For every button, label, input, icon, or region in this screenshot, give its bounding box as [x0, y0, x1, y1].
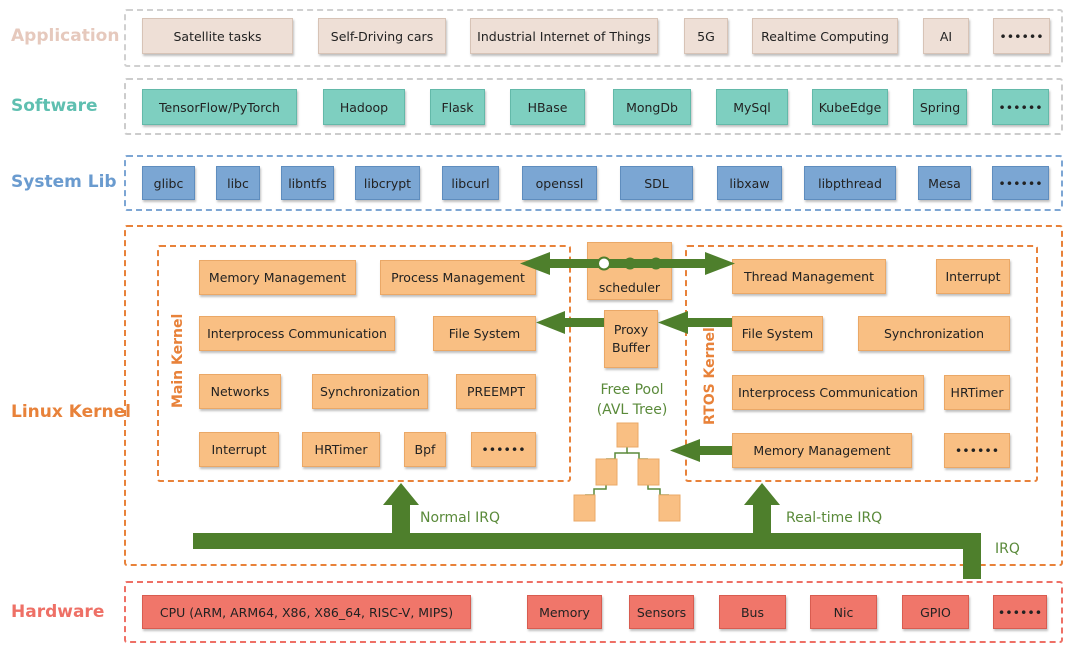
- irq-riser: [963, 533, 981, 579]
- free-pool-label: Free Pool (AVL Tree): [596, 382, 668, 418]
- lib-item: libcurl: [442, 166, 499, 200]
- realtime-irq-label: Real-time IRQ: [786, 510, 883, 526]
- software-item: HBase: [510, 89, 585, 125]
- main-kernel-item: Synchronization: [312, 374, 428, 409]
- lib-item-more: ••••••: [992, 166, 1049, 200]
- rtos-kernel-item: File System: [732, 316, 823, 351]
- layer-label-application: Application: [11, 26, 120, 46]
- app-item-more: ••••••: [993, 18, 1050, 54]
- main-kernel-item: File System: [433, 316, 536, 351]
- layer-label-linux-kernel: Linux Kernel: [11, 402, 131, 422]
- normal-irq-head: [383, 483, 419, 505]
- rtos-kernel-item-more: ••••••: [944, 433, 1010, 468]
- scheduler-dot: [624, 257, 636, 270]
- lib-item: libpthread: [804, 166, 896, 200]
- main-kernel-item: Memory Management: [199, 260, 356, 295]
- linux-kernel-frame: [124, 225, 1063, 566]
- main-kernel-item: Bpf: [404, 432, 446, 467]
- scheduler-label: scheduler: [598, 280, 661, 295]
- app-item: Realtime Computing: [752, 18, 898, 54]
- hardware-item: CPU (ARM, ARM64, X86, X86_64, RISC-V, MI…: [142, 595, 471, 629]
- rtos-kernel-item: Memory Management: [732, 433, 912, 468]
- rtos-kernel-frame: [685, 245, 1038, 482]
- main-kernel-item: HRTimer: [302, 432, 380, 467]
- rtos-kernel-item: Synchronization: [858, 316, 1010, 351]
- app-item: Industrial Internet of Things: [470, 18, 658, 54]
- normal-irq-label: Normal IRQ: [420, 510, 500, 526]
- lib-item: glibc: [142, 166, 195, 200]
- software-item: KubeEdge: [812, 89, 888, 125]
- proxy-to-main-shaft: [562, 318, 604, 327]
- tree-node: [616, 422, 639, 448]
- irq-bus: [193, 533, 981, 549]
- app-item: 5G: [684, 18, 728, 54]
- layer-label-system-lib: System Lib: [11, 172, 117, 192]
- layer-label-software: Software: [11, 96, 98, 116]
- app-item: Self-Driving cars: [318, 18, 446, 54]
- rtos-to-proxy-shaft: [686, 318, 732, 327]
- main-kernel-frame: [157, 245, 571, 482]
- lib-item: libcrypt: [355, 166, 420, 200]
- hardware-item-more: ••••••: [993, 595, 1047, 629]
- realtime-irq-head: [744, 483, 780, 505]
- irq-label: IRQ: [995, 541, 1020, 557]
- software-item: Flask: [430, 89, 485, 125]
- scheduler-arrow-left-head: [520, 252, 550, 275]
- software-item-more: ••••••: [992, 89, 1049, 125]
- scheduler-dot: [597, 256, 611, 271]
- lib-item: SDL: [620, 166, 693, 200]
- main-kernel-item: Networks: [199, 374, 281, 409]
- scheduler-arrow-right-head: [705, 252, 735, 275]
- app-item: Satellite tasks: [142, 18, 293, 54]
- lib-item: Mesa: [918, 166, 971, 200]
- tree-node: [595, 458, 618, 486]
- app-item: AI: [923, 18, 969, 54]
- lib-item: libxaw: [717, 166, 782, 200]
- proxy-to-main-head: [536, 311, 565, 334]
- hardware-item: GPIO: [902, 595, 969, 629]
- software-item: Spring: [913, 89, 967, 125]
- application-frame: [124, 9, 1063, 67]
- tree-node: [658, 494, 681, 522]
- main-kernel-item: Interprocess Communication: [199, 316, 395, 351]
- lib-item: libc: [216, 166, 260, 200]
- main-kernel-item: PREEMPT: [456, 374, 536, 409]
- hardware-item: Memory: [527, 595, 602, 629]
- normal-irq-shaft: [392, 503, 410, 535]
- layer-label-hardware: Hardware: [11, 602, 105, 622]
- mem-to-pool-head: [670, 439, 700, 462]
- software-frame: [124, 78, 1063, 135]
- software-item: MongDb: [613, 89, 691, 125]
- hardware-item: Bus: [719, 595, 786, 629]
- main-kernel-item: Process Management: [380, 260, 536, 295]
- hardware-item: Nic: [810, 595, 877, 629]
- rtos-kernel-item: HRTimer: [944, 375, 1010, 410]
- hardware-item: Sensors: [629, 595, 694, 629]
- avl-tree-diagram: [573, 422, 681, 522]
- tree-node: [637, 458, 660, 486]
- hardware-frame: [124, 581, 1063, 643]
- main-kernel-item: Interrupt: [199, 432, 279, 467]
- lib-item: openssl: [522, 166, 597, 200]
- rtos-kernel-item: Interprocess Communication: [732, 375, 924, 410]
- scheduler-dot: [650, 257, 662, 270]
- scheduler: scheduler: [587, 242, 672, 300]
- mem-to-pool-shaft: [698, 446, 732, 455]
- rtos-kernel-item: Thread Management: [732, 259, 886, 294]
- tree-node: [573, 494, 596, 522]
- proxy-buffer: Proxy Buffer: [604, 310, 658, 368]
- software-item: Hadoop: [323, 89, 405, 125]
- lib-item: libntfs: [281, 166, 334, 200]
- rtos-to-proxy-head: [658, 311, 688, 334]
- software-item: MySql: [716, 89, 788, 125]
- main-kernel-item-more: ••••••: [471, 432, 536, 467]
- realtime-irq-shaft: [753, 503, 771, 535]
- rtos-kernel-item: Interrupt: [936, 259, 1010, 294]
- system-lib-frame: [124, 155, 1063, 211]
- software-item: TensorFlow/PyTorch: [142, 89, 297, 125]
